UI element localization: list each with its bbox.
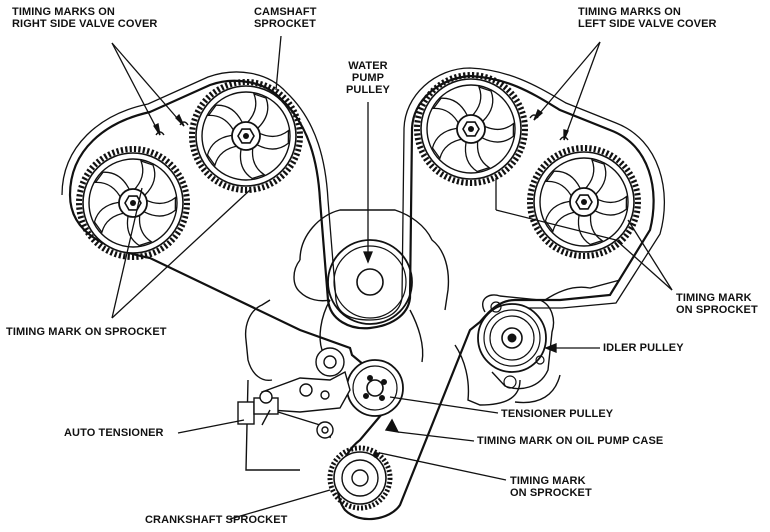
label-tensioner-pulley: TENSIONER PULLEY: [501, 408, 614, 420]
label-line: TIMING MARK: [676, 292, 752, 304]
label-line: WATER: [348, 60, 388, 72]
right-bank-rear-camshaft-sprocket: [79, 149, 187, 257]
label-line: RIGHT SIDE VALVE COVER: [12, 18, 158, 30]
crankshaft-sprocket: [327, 445, 393, 511]
label-line: TIMING MARKS ON: [578, 6, 681, 18]
auto-tensioner-assembly: [237, 347, 351, 439]
camshaft-sprocket-left-bank-front: [417, 75, 525, 183]
label-camshaft-sprocket: CAMSHAFT SPROCKET: [254, 6, 317, 30]
label-line: ON SPROCKET: [510, 487, 592, 499]
label-timing-marks-left-valve-cover: TIMING MARKS ON LEFT SIDE VALVE COVER: [578, 6, 717, 30]
tensioner-pulley: [346, 359, 404, 417]
label-line: PULLEY: [346, 84, 390, 96]
oil-pump-timing-mark: [384, 418, 400, 433]
label-line: CAMSHAFT: [254, 6, 317, 18]
label-line: LEFT SIDE VALVE COVER: [578, 18, 717, 30]
label-timing-mark-on-sprocket-left: TIMING MARK ON SPROCKET: [6, 326, 167, 338]
water-pump-pulley: [327, 239, 413, 325]
label-line: ON SPROCKET: [676, 304, 758, 316]
label-timing-mark-on-oil-pump-case: TIMING MARK ON OIL PUMP CASE: [477, 435, 664, 447]
label-timing-mark-on-sprocket-bottom: TIMING MARK ON SPROCKET: [510, 475, 592, 499]
label-line: TIMING MARK: [510, 475, 586, 487]
leader-lines: [111, 35, 673, 520]
label-auto-tensioner: AUTO TENSIONER: [64, 427, 164, 439]
label-line: SPROCKET: [254, 18, 316, 30]
label-crankshaft-sprocket: CRANKSHAFT SPROCKET: [145, 514, 288, 526]
idler-pulley: [477, 294, 555, 390]
camshaft-sprocket-left-bank-rear: [530, 148, 638, 256]
label-line: TIMING MARKS ON: [12, 6, 115, 18]
label-line: PUMP: [351, 72, 385, 84]
label-timing-marks-right-valve-cover: TIMING MARKS ON RIGHT SIDE VALVE COVER: [12, 6, 157, 30]
label-idler-pulley: IDLER PULLEY: [603, 342, 684, 354]
label-water-pump-pulley: WATER PUMP PULLEY: [338, 60, 398, 96]
camshaft-sprocket-right-bank: [192, 82, 300, 190]
label-timing-mark-on-sprocket-right: TIMING MARK ON SPROCKET: [676, 292, 758, 316]
